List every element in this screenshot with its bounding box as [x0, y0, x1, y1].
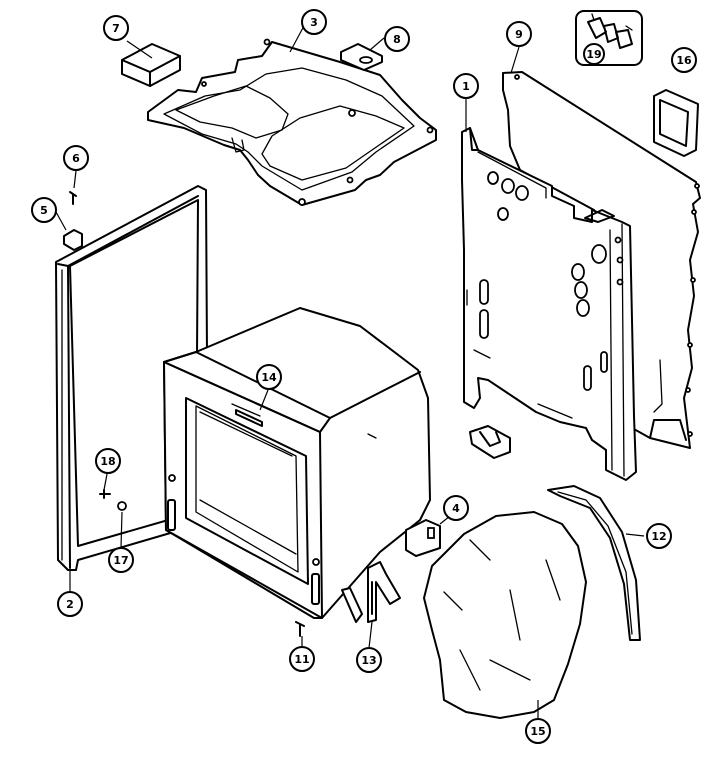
callout-18: 18	[95, 448, 121, 474]
svg-text:4: 4	[452, 502, 460, 515]
callout-11: 11	[289, 646, 315, 672]
svg-text:16: 16	[676, 54, 692, 67]
part-floor-bracket	[469, 425, 511, 459]
svg-text:13: 13	[361, 654, 376, 667]
callout-13: 13	[356, 647, 382, 673]
part-control-box	[121, 43, 181, 87]
callout-14: 14	[256, 364, 282, 390]
callout-15: 15	[525, 718, 551, 744]
part-insulation	[423, 511, 587, 719]
part-trim-strip	[547, 485, 641, 641]
callout-7: 7	[103, 15, 129, 41]
part-bracket-8	[340, 43, 383, 71]
callout-6: 6	[63, 145, 89, 171]
part-back-panel	[502, 71, 701, 449]
svg-text:6: 6	[72, 152, 80, 165]
svg-text:19: 19	[586, 48, 601, 61]
callout-19: 19	[583, 43, 605, 65]
callout-16: 16	[671, 47, 697, 73]
callout-9: 9	[506, 21, 532, 47]
part-hinge-13	[341, 561, 401, 623]
svg-text:3: 3	[310, 16, 318, 29]
svg-text:14: 14	[261, 371, 277, 384]
svg-text:1: 1	[462, 80, 470, 93]
part-clip-5	[63, 229, 83, 251]
part-oven-cavity	[163, 307, 431, 619]
svg-text:5: 5	[40, 204, 48, 217]
part-top-panel	[147, 38, 437, 206]
callout-3: 3	[301, 9, 327, 35]
callout-5: 5	[31, 197, 57, 223]
svg-text:7: 7	[112, 22, 120, 35]
part-screw-6	[69, 191, 77, 205]
callout-17: 17	[108, 547, 134, 573]
leader-lines	[55, 23, 645, 718]
part-rear-wall	[461, 127, 637, 481]
callout-2: 2	[57, 591, 83, 617]
svg-text:8: 8	[393, 33, 401, 46]
svg-text:18: 18	[100, 455, 115, 468]
part-19-inset	[575, 10, 643, 66]
svg-text:12: 12	[651, 530, 666, 543]
svg-text:15: 15	[530, 725, 545, 738]
svg-text:11: 11	[294, 653, 309, 666]
callout-1: 1	[453, 73, 479, 99]
svg-text:2: 2	[66, 598, 74, 611]
part-screws	[99, 489, 305, 637]
part-16-frame	[653, 89, 699, 157]
svg-text:17: 17	[113, 554, 128, 567]
callout-4: 4	[443, 495, 469, 521]
callout-8: 8	[384, 26, 410, 52]
callout-12: 12	[646, 523, 672, 549]
svg-text:9: 9	[515, 28, 523, 41]
part-bracket-4	[405, 519, 441, 557]
